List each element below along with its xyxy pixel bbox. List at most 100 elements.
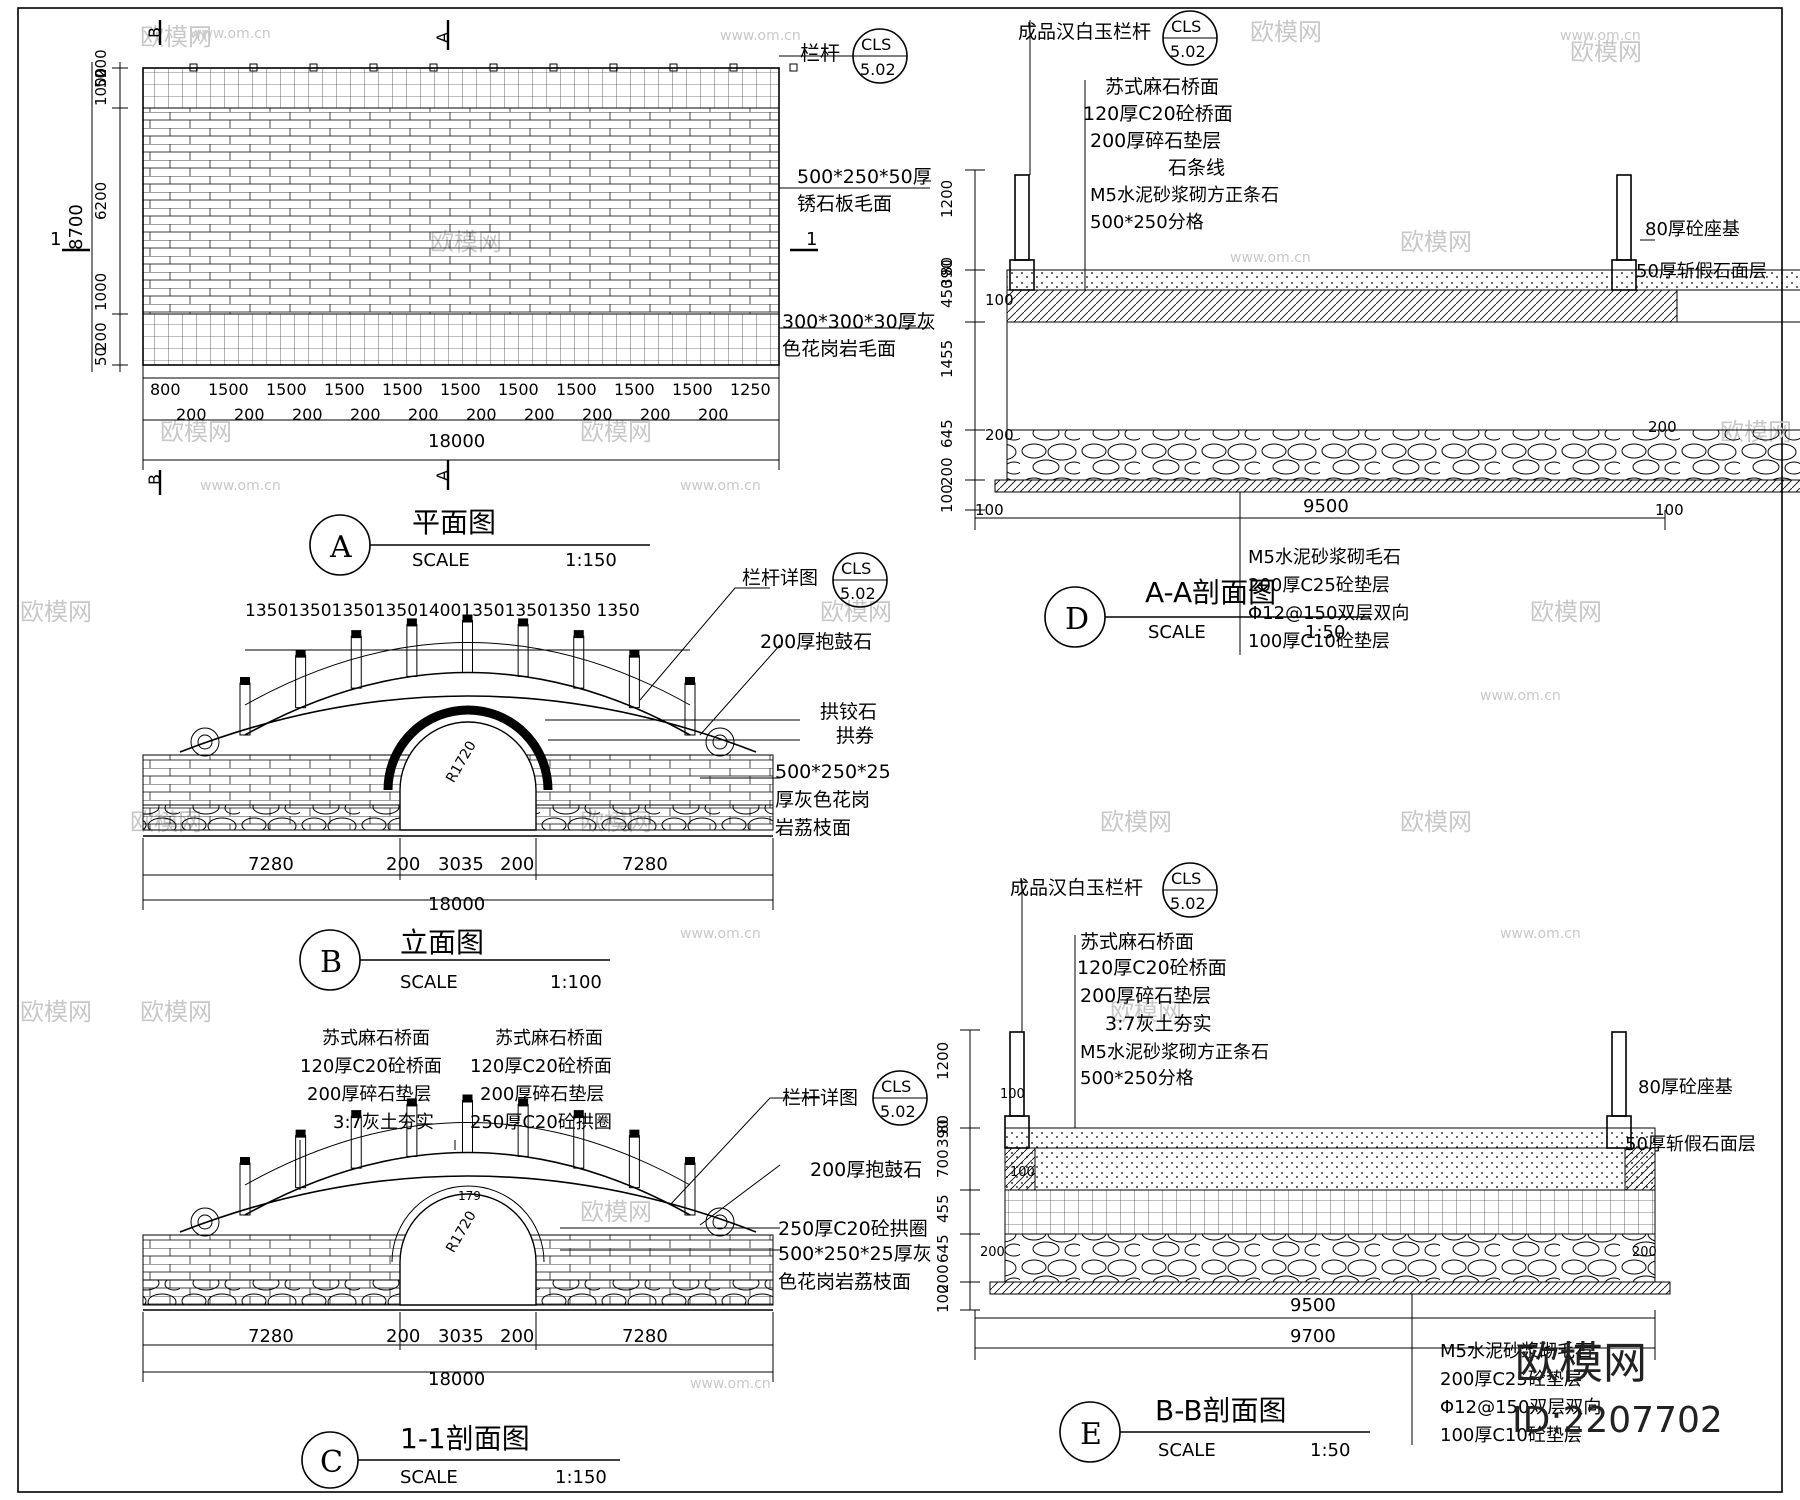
ref-bubble-top: CLS: [1171, 17, 1201, 36]
aa-overall: 9500: [1303, 496, 1349, 517]
bb-label-4: M5水泥砂浆砌方正条石: [1080, 1042, 1269, 1063]
bb-right-0: 80厚砼座基: [1638, 1077, 1733, 1098]
railing-post-cap: [685, 1157, 695, 1165]
aa-bottom-2: Φ12@150双层双向: [1248, 603, 1409, 624]
watermark-brand: 欧模网: [580, 1198, 652, 1226]
sheet-frame: [17, 7, 1783, 1493]
aa-label-3: 石条线: [1168, 157, 1225, 179]
plan-bottom-dim-small: 200: [234, 405, 265, 424]
plan-post: [429, 63, 438, 72]
railing-post-cap: [629, 1129, 640, 1138]
elev-label-6: 岩荔枝面: [775, 817, 851, 839]
s11-left-3: 3:7灰土夯实: [333, 1112, 434, 1133]
plan-left-dim: 200: [92, 49, 110, 78]
bb-label-5: 500*250分格: [1080, 1068, 1194, 1089]
s11-dim-0: 7280: [248, 1326, 294, 1347]
bb-label-0: 苏式麻石桥面: [1080, 931, 1194, 953]
plan-post: [549, 63, 558, 72]
elev-label-1: 200厚抱鼓石: [760, 631, 872, 653]
view-a-letter: A: [329, 530, 352, 565]
plan-overall-bottom: 18000: [428, 431, 485, 452]
section-aa-view: [965, 20, 1800, 655]
plan-label-granite-1: 300*300*30厚灰: [782, 311, 936, 333]
watermark-url: www.om.cn: [680, 478, 761, 494]
plan-post: [309, 63, 318, 72]
railing-post-cap: [518, 618, 529, 627]
watermark-brand: 欧模网: [1400, 808, 1472, 836]
aa-label-5: 500*250分格: [1090, 212, 1204, 233]
ref-bubble-top: CLS: [1171, 869, 1201, 888]
watermark-brand: 欧模网: [1100, 808, 1172, 836]
bb-label-1: 120厚C20砼桥面: [1077, 957, 1227, 979]
elev-dim-1: 200: [386, 854, 420, 875]
plan-post: [369, 63, 378, 72]
bb-small-dim: 200: [980, 1245, 1005, 1260]
plan-post: [609, 63, 618, 72]
plan-post: [669, 63, 678, 72]
watermark-brand: 欧模网: [580, 418, 652, 446]
view-b-letter: B: [320, 945, 342, 980]
railing-post: [684, 682, 696, 736]
s11-left-0: 苏式麻石桥面: [322, 1028, 430, 1049]
plan-bottom-dim-small: 200: [582, 405, 613, 424]
railing-post-cap: [240, 677, 250, 685]
plan-mark-a-bottom: A: [433, 470, 452, 481]
bb-label-3: 3:7灰土夯实: [1105, 1013, 1212, 1035]
plan-bottom-dim-small: 200: [698, 405, 729, 424]
view-b-title: 立面图: [400, 926, 484, 959]
railing-post-cap: [406, 1098, 417, 1107]
aa-label-2: 200厚碎石垫层: [1090, 130, 1221, 152]
plan-bottom-dim: 800: [150, 380, 181, 399]
plan-label-railing: 栏杆: [800, 41, 840, 65]
view-e-scale: 1:50: [1310, 1440, 1350, 1461]
plan-slab-area: [142, 107, 780, 315]
plan-overall-left: 8700: [66, 204, 87, 250]
aa-post-right: [1616, 174, 1632, 261]
plan-bottom-dim: 1250: [730, 380, 771, 399]
watermark-brand: 欧模网: [1400, 228, 1472, 256]
watermark-brand: 欧模网: [160, 418, 232, 446]
view-d-letter: D: [1065, 602, 1089, 637]
plan-post: [729, 63, 738, 72]
s11-left-1: 120厚C20砼桥面: [300, 1056, 442, 1077]
elev-arch-opening: [399, 721, 537, 831]
railing-post-cap: [462, 614, 473, 623]
aa-concrete-pad: [994, 479, 1800, 493]
plan-bottom-dim: 1500: [556, 380, 597, 399]
bb-label-2: 200厚碎石垫层: [1080, 985, 1211, 1007]
plan-left-dim: 1000: [92, 273, 110, 311]
aa-deck-slab: [1006, 289, 1678, 323]
aa-post-left: [1014, 174, 1030, 261]
aa-right-1: 50厚斩假石面层: [1636, 261, 1767, 282]
bb-small-dim: 200: [1632, 1245, 1657, 1260]
watermark-url: www.om.cn: [1500, 926, 1581, 942]
watermark-url: www.om.cn: [690, 1376, 771, 1392]
plan-granite-band: [142, 313, 780, 366]
s11-dim-2: 3035: [438, 1326, 484, 1347]
elev-overall: 18000: [428, 894, 485, 915]
plan-bottom-dim-small: 200: [640, 405, 671, 424]
plan-view: [62, 20, 930, 576]
bb-left-dim: 1200: [934, 1042, 952, 1080]
s11-side-3: 500*250*25厚灰: [778, 1243, 932, 1265]
ref-bubble-bottom: 5.02: [1170, 894, 1206, 913]
plan-label-slab-2: 锈石板毛面: [797, 193, 892, 215]
railing-post: [295, 655, 307, 709]
bb-top-label: 成品汉白玉栏杆: [1010, 877, 1143, 899]
view-a-scale: 1:150: [565, 550, 617, 571]
bb-left-dim: 700: [934, 1149, 952, 1178]
plan-bottom-dim: 1500: [498, 380, 539, 399]
section11-view: [142, 1094, 820, 1489]
view-e-letter: E: [1080, 1417, 1102, 1452]
watermark-brand: 欧模网: [1250, 18, 1322, 46]
watermark-url: www.om.cn: [680, 926, 761, 942]
ref-bubble-bottom: 5.02: [860, 60, 896, 79]
watermark-url: www.om.cn: [1560, 28, 1641, 44]
plan-bottom-dim: 1500: [440, 380, 481, 399]
watermark-url: www.om.cn: [200, 478, 281, 494]
bb-concrete-pad: [989, 1281, 1671, 1295]
watermark-brand: 欧模网: [20, 998, 92, 1026]
